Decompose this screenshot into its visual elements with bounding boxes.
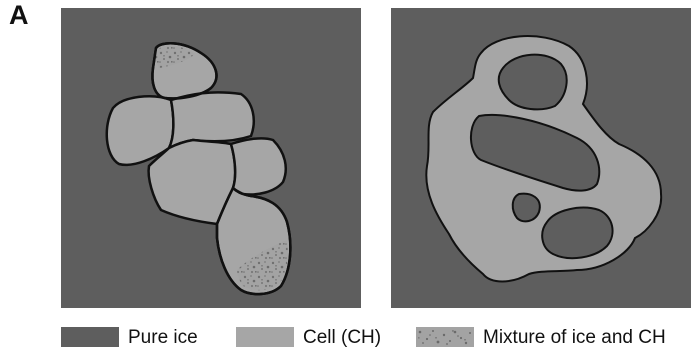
cell-matrix-svg: [391, 8, 691, 308]
legend-item-pure-ice: Pure ice: [61, 326, 198, 348]
legend-item-mixture: Mixture of ice and CH: [416, 326, 666, 348]
panel-label: A: [9, 2, 29, 29]
legend-label-cell: Cell (CH): [303, 328, 381, 347]
legend-swatch-mixture: [416, 327, 474, 347]
legend-swatch-pure-ice: [61, 327, 119, 347]
legend-swatch-cell: [236, 327, 294, 347]
legend-item-cell: Cell (CH): [236, 326, 381, 348]
cell-right: [231, 138, 286, 194]
cell-matrix-panel: [391, 8, 691, 308]
ice-pocket-small: [513, 194, 540, 222]
ice-pocket-bottom: [542, 208, 612, 259]
cell-upper-right: [169, 92, 254, 148]
ice-pocket-top: [499, 55, 567, 110]
cell-cluster-panel: [61, 8, 361, 308]
legend-label-mixture: Mixture of ice and CH: [483, 328, 666, 347]
cell-cluster-svg: [61, 8, 361, 308]
legend-label-pure-ice: Pure ice: [128, 328, 198, 347]
